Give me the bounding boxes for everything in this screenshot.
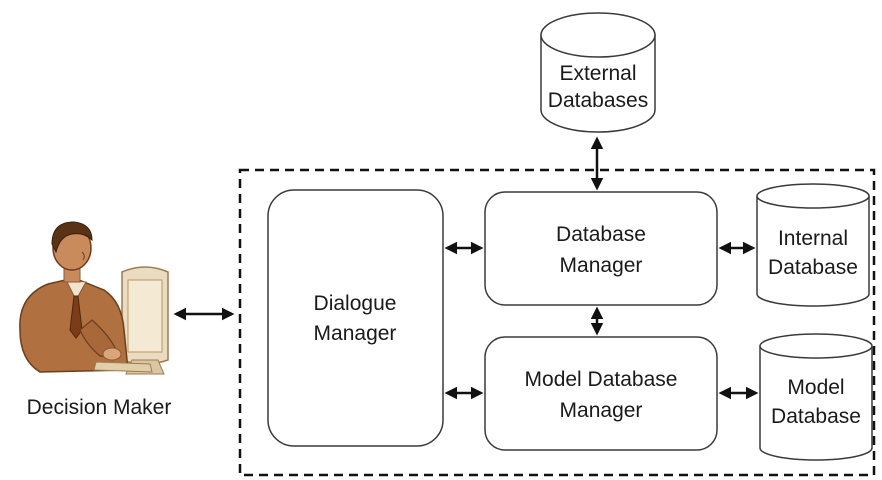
model-database-manager-label-line2: Manager bbox=[560, 399, 643, 422]
internal-database-label-line1: Internal bbox=[778, 227, 848, 250]
model-database-manager-label-line1: Model Database bbox=[525, 368, 678, 391]
external-databases-label-line1: External bbox=[559, 62, 636, 85]
dialogue-manager-label-line2: Manager bbox=[314, 322, 397, 345]
dss-system-boundary bbox=[238, 168, 876, 477]
internal-database-label-line2: Database bbox=[768, 256, 858, 279]
decision-maker-label: Decision Maker bbox=[27, 396, 172, 419]
model-database-label-line2: Database bbox=[771, 405, 861, 428]
database-manager-label-line2: Manager bbox=[560, 254, 643, 277]
dialogue-manager-box: Dialogue Manager bbox=[267, 189, 444, 447]
computer-monitor-icon bbox=[121, 266, 169, 375]
database-manager-box: Database Manager bbox=[484, 191, 718, 306]
model-database-manager-box: Model Database Manager bbox=[484, 336, 718, 451]
external-databases-node: External Databases bbox=[540, 12, 656, 133]
decision-maker-figure bbox=[19, 221, 169, 375]
dialogue-manager-label-line1: Dialogue bbox=[314, 292, 397, 315]
model-database-node: Model Database bbox=[759, 333, 873, 461]
internal-database-node: Internal Database bbox=[756, 183, 870, 307]
external-databases-label-line2: Databases bbox=[548, 89, 648, 112]
model-database-label-line1: Model bbox=[787, 376, 844, 399]
database-manager-label-line1: Database bbox=[556, 223, 646, 246]
